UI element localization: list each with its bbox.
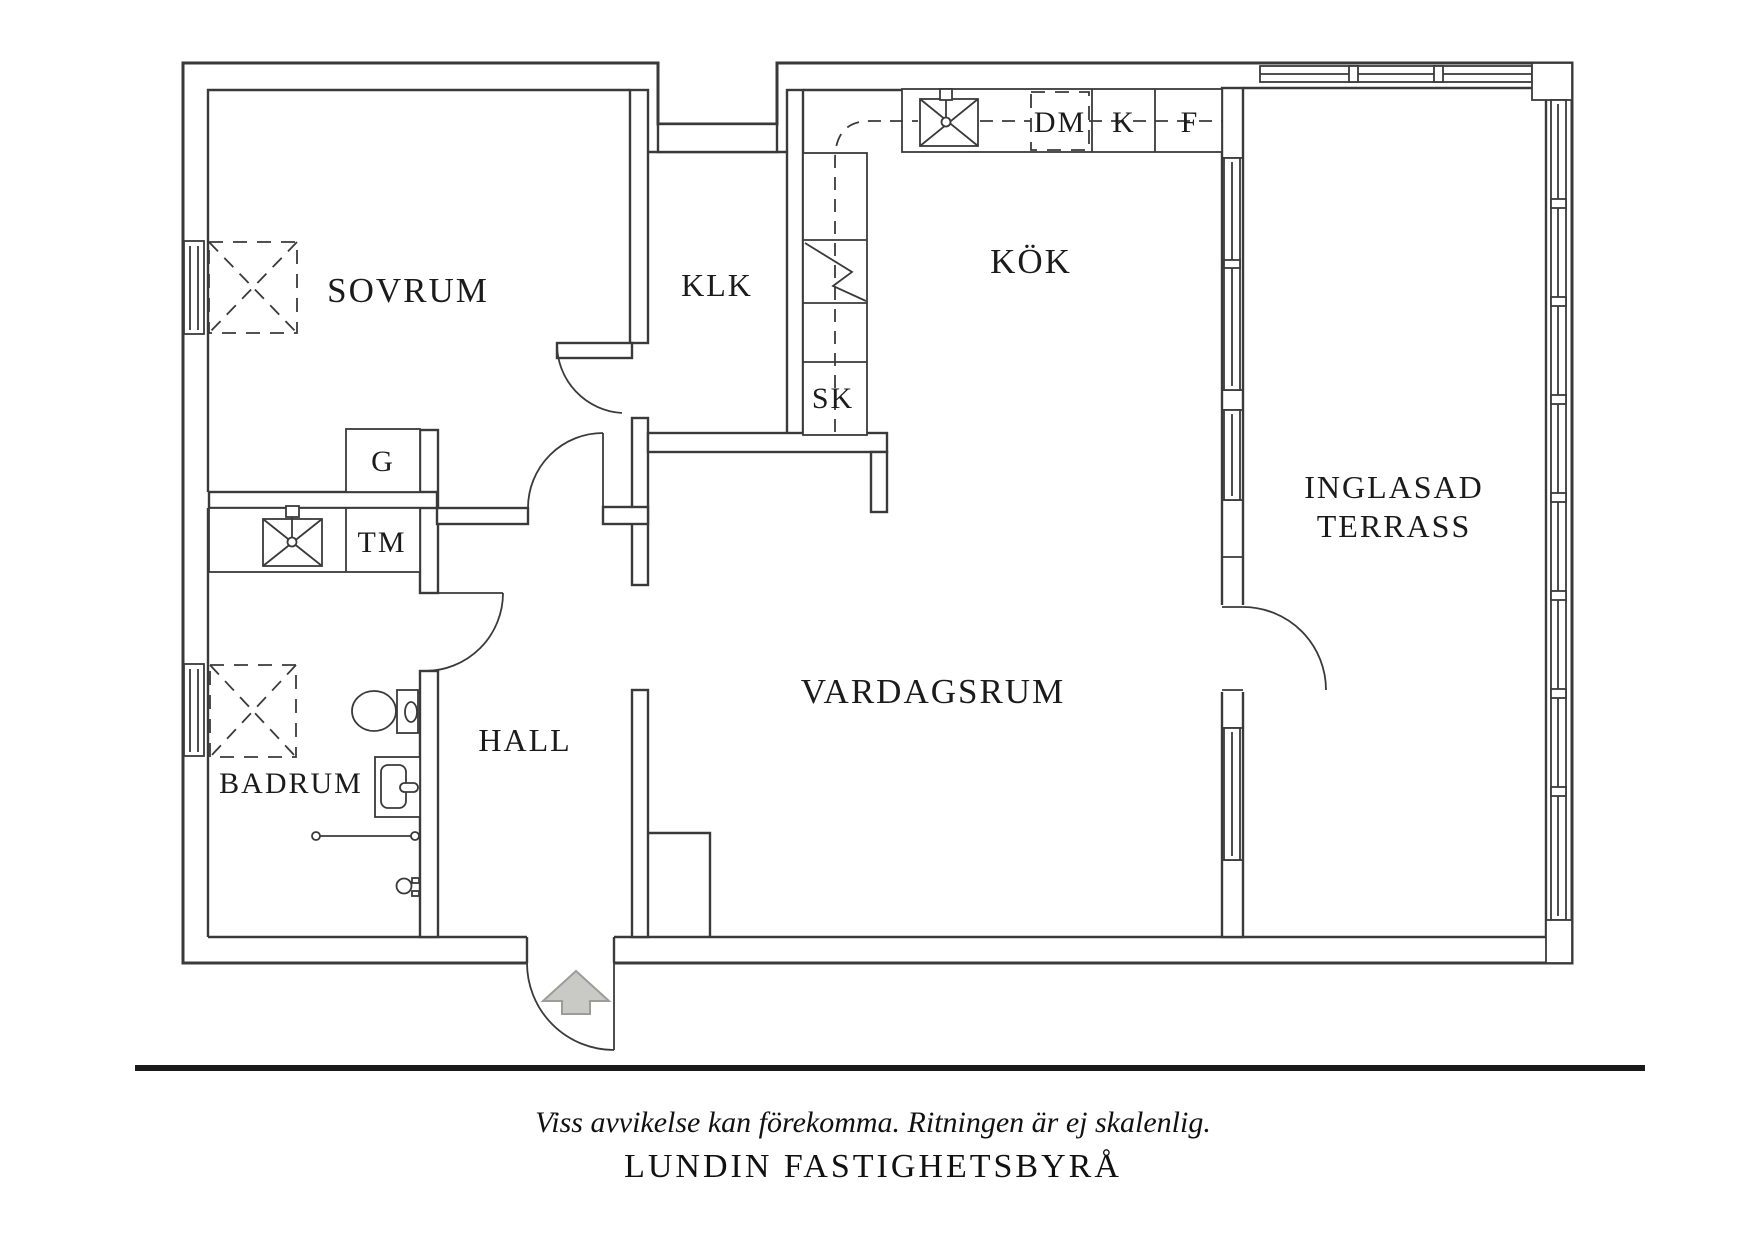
wall-notch-band [656, 122, 779, 154]
door-entry [526, 962, 615, 1051]
wall-kitchen-stub [869, 450, 889, 514]
label-fridge-k: K [1112, 106, 1136, 139]
room-label-sovrum: SOVRUM [327, 271, 489, 310]
wall-badrum-hall-lower [418, 669, 440, 939]
closet-g-box [345, 428, 421, 493]
room-label-klk: KLK [681, 267, 753, 303]
door-sovrum [556, 343, 623, 414]
sovrum-wardrobe-dashed [208, 241, 298, 334]
floor-drain-icon [395, 877, 420, 897]
entrance-arrow-icon [540, 969, 612, 1015]
agency-name: LUNDIN FASTIGHETSBYRÅ [624, 1148, 1122, 1185]
windows-terrace-west [1222, 157, 1243, 861]
divider-rule [135, 1065, 1645, 1071]
label-closet-g: G [371, 445, 395, 478]
room-label-kok: KÖK [990, 242, 1072, 281]
room-label-hall: HALL [478, 722, 571, 758]
room-label-terrass-2: TERRASS [1317, 508, 1471, 544]
window-terrace-top [1259, 62, 1573, 101]
entry-door-jambs [525, 937, 616, 963]
wall-sovrum-door-jamb [555, 341, 634, 360]
badrum-shower-dashed [209, 664, 297, 758]
wall-hall-vardagsrum [630, 688, 650, 939]
towel-bar-icon [311, 831, 420, 841]
wall-klk-south [646, 431, 889, 454]
label-washing-machine: TM [358, 526, 407, 559]
wall-klk-kitchen [785, 88, 805, 437]
window-terrace-east [1545, 99, 1573, 964]
sovrum-inner-walls [206, 88, 630, 492]
door-hall-corridor [527, 432, 604, 509]
room-label-vardagsrum: VARDAGSRUM [801, 672, 1065, 711]
kitchen-counter-dashed-line [834, 120, 1222, 432]
window-badrum-west [183, 663, 205, 757]
door-badrum [424, 592, 504, 672]
disclaimer-text: Viss avvikelse kan förekomma. Ritningen … [535, 1106, 1211, 1139]
kitchen-sink-icon [919, 88, 979, 147]
wall-hall-north [435, 506, 530, 526]
vardagsrum-unit [648, 831, 712, 937]
terrace-door [1220, 605, 1327, 692]
label-freezer-f: F [1181, 106, 1200, 139]
room-label-badrum: BADRUM [219, 767, 363, 800]
wall-hall-east [630, 416, 650, 587]
plan-linework [181, 61, 1574, 1051]
wall-sovrum-klk [628, 88, 650, 345]
window-sovrum-west [183, 240, 205, 335]
washbasin-icon [374, 756, 421, 818]
label-cleaning-cabinet: SK [812, 382, 854, 415]
laundry-sink-icon [262, 505, 323, 567]
wall-hall-stub [601, 505, 650, 526]
room-label-terrass-1: INGLASAD [1304, 469, 1484, 505]
toilet-icon [351, 689, 419, 734]
wall-badrum-hall-upper [418, 428, 440, 595]
wall-badrum-north [207, 490, 439, 510]
label-dishwasher: DM [1034, 106, 1086, 139]
